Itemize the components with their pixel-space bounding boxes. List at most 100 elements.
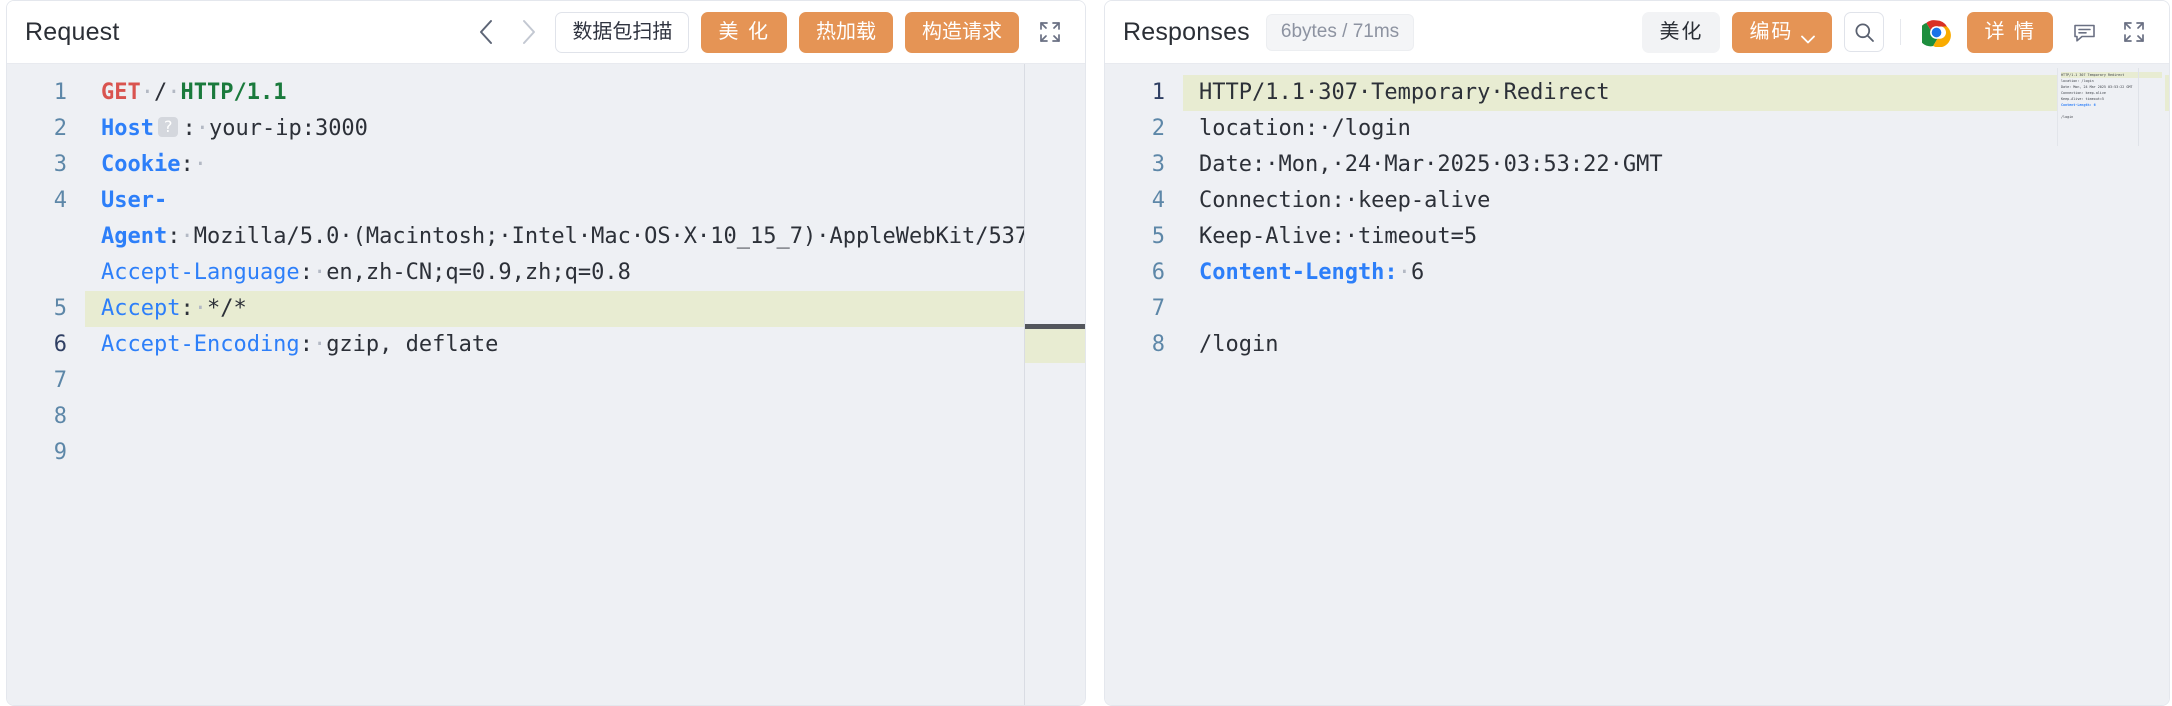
minimap-line: location: /login: [2061, 79, 2094, 83]
detail-button[interactable]: 详 情: [1967, 11, 2053, 53]
packet-scan-button[interactable]: 数据包扫描: [555, 11, 690, 53]
line-number: 8: [53, 404, 67, 429]
line-number: 7: [1151, 296, 1165, 321]
code-line-header: Keep-Alive:·timeout=5: [1183, 219, 2169, 255]
encoding-dropdown-button[interactable]: 编码: [1732, 11, 1833, 53]
status-line-text: HTTP/1.1·307·Temporary·Redirect: [1199, 80, 1610, 105]
header-colon: :: [299, 332, 313, 357]
line-number: 9: [53, 440, 67, 465]
rail-active-line-highlight: [1025, 327, 1085, 363]
line-number: 6: [1151, 260, 1165, 285]
code-line-header-active: Accept:·*/*: [85, 291, 1024, 327]
header-name: Content-Length:: [1199, 260, 1398, 285]
expand-icon[interactable]: [1031, 13, 1069, 51]
request-line-numbers: 1 2 3 4 · · 5 6 7 8 9: [7, 64, 85, 705]
space-dot: ·: [193, 152, 207, 177]
code-line-header: Date:·Mon,·24·Mar·2025·03:53:22·GMT: [1183, 147, 2169, 183]
minimap-line: Connection: keep-alive: [2061, 91, 2106, 95]
code-line-header: Accept-Language:·en,zh-CN;q=0.9,zh;q=0.8: [85, 255, 1024, 291]
space-dot: ·: [193, 296, 207, 321]
http-version: HTTP/1.1: [180, 80, 287, 105]
request-editor[interactable]: 1 2 3 4 · · 5 6 7 8 9 GET·/·HTTP/1.1 Hos…: [7, 63, 1085, 705]
header-value: Mozilla/5.0·(Macintosh;·Intel·Mac·OS·X·1…: [193, 224, 1024, 249]
code-line-header: Connection:·keep-alive: [1183, 183, 2169, 219]
code-line-header: Content-Length:·6: [1183, 255, 2169, 291]
request-scroll-rail[interactable]: [1024, 64, 1085, 705]
response-minimap[interactable]: HTTP/1.1 307 Temporary Redirect location…: [2057, 68, 2165, 146]
search-icon[interactable]: [1844, 12, 1885, 52]
minimap-line: Content-Length: 6: [2061, 103, 2096, 107]
help-badge-icon[interactable]: ?: [157, 117, 179, 137]
response-editor[interactable]: 1 2 3 4 5 6 7 8 HTTP/1.1·307·Temporary·R…: [1105, 63, 2169, 705]
code-line-empty: [1183, 291, 2169, 327]
comment-icon[interactable]: [2065, 13, 2103, 51]
minimap-line: /login: [2061, 115, 2074, 119]
hot-reload-button[interactable]: 热加载: [799, 11, 893, 53]
code-line-request: GET·/·HTTP/1.1: [85, 75, 1024, 111]
header-colon: :: [299, 260, 313, 285]
http-method: GET: [101, 80, 141, 105]
minimap-line: Date: Mon, 24 Mar 2025 03:53:22 GMT: [2061, 85, 2133, 89]
header-name: Accept-Encoding: [101, 332, 300, 357]
response-code-content[interactable]: HTTP/1.1·307·Temporary·Redirect location…: [1183, 64, 2169, 705]
header-value: en,zh-CN;q=0.9,zh;q=0.8: [326, 260, 631, 285]
chevron-left-icon[interactable]: [471, 15, 501, 49]
line-number: 5: [53, 296, 67, 321]
request-code-content[interactable]: GET·/·HTTP/1.1 Host?:·your-ip:3000 Cooki…: [85, 64, 1024, 705]
minimap-divider: [2138, 68, 2139, 146]
chrome-icon[interactable]: [1917, 13, 1955, 51]
response-panel-title: Responses: [1123, 17, 1250, 46]
code-line-empty: [85, 363, 1024, 399]
request-panel: Request 数据包扫描 美 化 热加载 构造请求: [6, 0, 1086, 706]
code-line-body: /login: [1199, 332, 1279, 357]
beautify-request-button[interactable]: 美 化: [701, 11, 787, 53]
header-name: Accept-Language: [101, 260, 300, 285]
line-number: 4: [53, 188, 67, 213]
header-text: Connection:·keep-alive: [1199, 188, 1491, 213]
line-number-continuation: ·: [7, 255, 85, 291]
line-number: 5: [1151, 224, 1165, 249]
response-panel-header: Responses 6bytes / 71ms 美化 编码: [1105, 1, 2169, 63]
response-toolbar: 美化 编码: [1642, 11, 2153, 53]
header-value: */*: [206, 296, 247, 321]
header-value: your-ip:3000: [208, 116, 368, 141]
space-dot: ·: [140, 80, 154, 105]
request-path: /: [154, 80, 168, 105]
line-number: 3: [53, 152, 67, 177]
response-line-numbers: 1 2 3 4 5 6 7 8: [1105, 64, 1183, 705]
space-dot: ·: [195, 116, 209, 141]
space-dot: ·: [312, 332, 327, 357]
code-line-header: location:·/login: [1183, 111, 2169, 147]
request-panel-title: Request: [25, 17, 120, 46]
response-size-time-badge: 6bytes / 71ms: [1265, 13, 1415, 51]
line-number: 2: [53, 116, 67, 141]
space-dot: ·: [180, 224, 194, 249]
chevron-down-icon: [1801, 27, 1816, 44]
minimap-line: HTTP/1.1 307 Temporary Redirect: [2061, 72, 2162, 78]
code-line-header: Accept-Encoding:·gzip, deflate: [85, 327, 1024, 363]
header-name: User-Agent: [101, 188, 168, 249]
line-number: 7: [53, 368, 67, 393]
code-line-empty: [85, 399, 1024, 435]
response-panel: Responses 6bytes / 71ms 美化 编码: [1104, 0, 2170, 706]
request-panel-header: Request 数据包扫描 美 化 热加载 构造请求: [7, 1, 1085, 63]
header-colon: :: [180, 152, 194, 177]
line-number-active: 6: [53, 332, 67, 357]
beautify-response-button[interactable]: 美化: [1642, 11, 1721, 53]
chevron-right-icon[interactable]: [513, 15, 543, 49]
header-colon: :: [167, 224, 181, 249]
encoding-dropdown-label: 编码: [1749, 20, 1794, 43]
build-request-button[interactable]: 构造请求: [905, 11, 1019, 53]
space-dot: ·: [167, 80, 181, 105]
header-text: location:·/login: [1199, 116, 1411, 141]
header-text: Keep-Alive:·timeout=5: [1199, 224, 1478, 249]
expand-icon[interactable]: [2115, 13, 2153, 51]
header-colon: :: [180, 296, 194, 321]
line-number: 8: [1151, 332, 1165, 357]
space-dot: ·: [312, 260, 327, 285]
code-line-header-wrapped: User-Agent:·Mozilla/5.0·(Macintosh;·Inte…: [85, 183, 1024, 255]
minimap-line: Keep-Alive: timeout=5: [2061, 97, 2104, 101]
header-name: Cookie: [101, 152, 181, 177]
header-name: Accept: [101, 296, 181, 321]
